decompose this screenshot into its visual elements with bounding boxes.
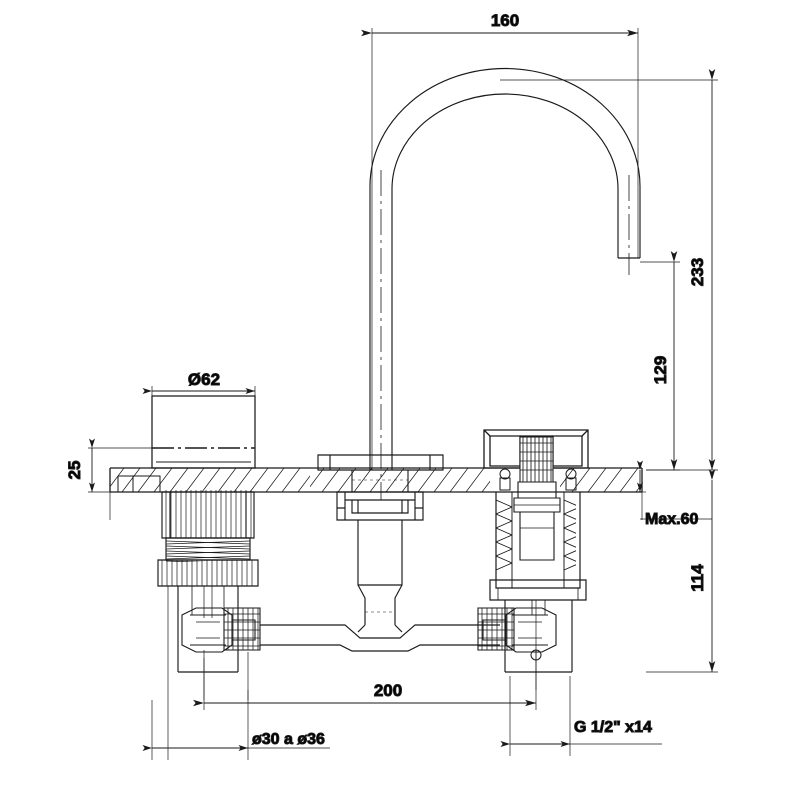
- right-handle-spline-teeth: [520, 437, 553, 482]
- deck-hatching-right: [560, 468, 642, 492]
- mixer-tee-body: [260, 624, 500, 652]
- right-valve-o-ring-seats: [499, 468, 577, 491]
- dim-129-label: 129: [651, 356, 670, 384]
- dim-114-label: 114: [688, 564, 707, 592]
- dim-25: [88, 438, 152, 493]
- dim-max60-label: Max.60: [645, 511, 698, 528]
- right-valve-spring-left: [496, 499, 512, 571]
- deck-hatching-mid: [310, 468, 490, 492]
- left-valve-cartridge-body: [157, 491, 259, 587]
- left-coupling-nut-knurl: [224, 608, 260, 650]
- dim-d62: [142, 386, 256, 396]
- right-valve-spring-right: [562, 499, 576, 571]
- left-valve-knurl-lower: [161, 560, 253, 586]
- dim-200-label: 200: [374, 681, 402, 700]
- left-valve-knurl-upper: [165, 490, 252, 538]
- dim-160-label: 160: [491, 11, 519, 30]
- deck-hatching: [110, 468, 310, 492]
- right-valve-stem-collar: [513, 481, 561, 561]
- dim-200: [193, 650, 537, 710]
- dim-g12: [500, 676, 662, 756]
- dim-160: [361, 28, 639, 470]
- spout-centerline: [380, 170, 630, 500]
- projection-lines: [109, 492, 643, 760]
- spout-inlet-tube: [357, 520, 403, 625]
- right-handle-spline-stem: [519, 436, 554, 483]
- right-valve-lower-body: [504, 600, 573, 673]
- dim-d30: [142, 690, 330, 760]
- left-handle-cap: [151, 395, 256, 469]
- dim-114: [646, 469, 718, 673]
- dim-max60: [636, 460, 712, 520]
- dim-25-label: 25: [65, 461, 84, 480]
- right-valve-body: [489, 492, 587, 601]
- dim-233-label: 233: [688, 258, 707, 286]
- right-outlet-connector: [482, 607, 557, 661]
- dim-g12-label: G 1/2" x14: [574, 719, 652, 736]
- dim-d30-label: ø30 a ø36: [252, 731, 325, 748]
- dim-233: [500, 69, 718, 471]
- left-valve-thread: [166, 540, 250, 562]
- right-coupling-nut-knurl: [478, 608, 514, 650]
- deck-left-detail: [117, 475, 161, 492]
- left-valve-lower-body: [177, 586, 239, 673]
- dim-129: [640, 251, 680, 471]
- dim-d62-label: Ø62: [188, 370, 220, 389]
- spout-gooseneck: [369, 67, 641, 470]
- spout-mounting-nut: [336, 491, 424, 521]
